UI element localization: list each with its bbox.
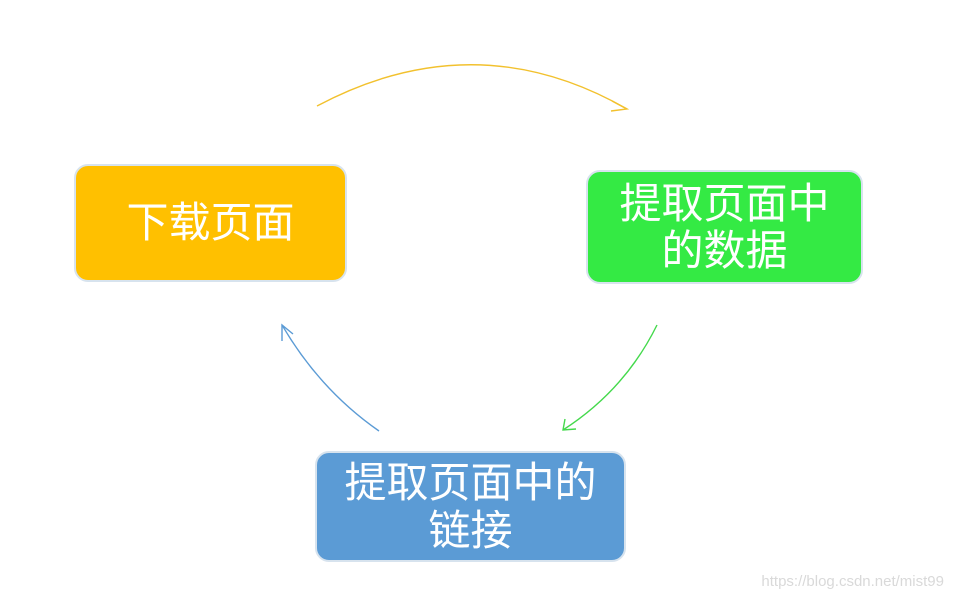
node-extract-page-data: 提取页面中 的数据 (586, 170, 863, 284)
arrow-extract-data-to-extract-links (562, 324, 658, 431)
arrowhead-extract-data-to-extract-links (562, 418, 577, 431)
watermark-text: https://blog.csdn.net/mist99 (761, 573, 944, 590)
node-extract-page-links-label: 提取页面中的 链接 (344, 458, 597, 555)
arrowhead-extract-links-to-download (281, 323, 294, 341)
node-download-page-label: 下载页面 (126, 198, 295, 248)
node-extract-page-data-label: 提取页面中 的数据 (619, 178, 830, 275)
arrow-extract-links-to-download (281, 324, 380, 432)
node-download-page: 下载页面 (74, 164, 347, 282)
arrowhead-download-to-extract-data (610, 100, 630, 112)
node-extract-page-links: 提取页面中的 链接 (315, 451, 626, 562)
arrow-download-to-extract-data (316, 64, 628, 110)
